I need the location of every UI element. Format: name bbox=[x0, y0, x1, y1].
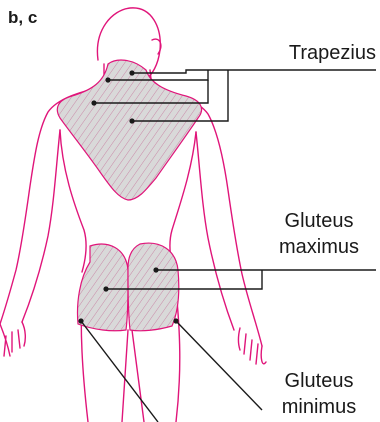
gluteus-maximus-label-line2: maximus bbox=[262, 234, 376, 260]
gluteus-min-leader-1 bbox=[81, 321, 158, 422]
gluteus-maximus-label-line1: Gluteus bbox=[262, 208, 376, 234]
trapezius-dot-4 bbox=[129, 118, 134, 123]
trapezius-muscle bbox=[57, 60, 201, 200]
gluteus-maximus-label: Gluteus maximus bbox=[262, 208, 376, 260]
left-hand bbox=[0, 322, 25, 356]
trapezius-dot-1 bbox=[129, 70, 134, 75]
right-arm-inner bbox=[196, 132, 234, 330]
gluteus-min-dot-1 bbox=[78, 318, 83, 323]
gluteus-minimus-label: Gluteus minimus bbox=[262, 368, 376, 420]
gluteus-minimus-label-line2: minimus bbox=[262, 394, 376, 420]
trapezius-label: Trapezius bbox=[262, 40, 376, 66]
left-arm-inner bbox=[22, 130, 60, 322]
torso-left bbox=[60, 130, 86, 272]
trapezius-dot-3 bbox=[91, 100, 96, 105]
trapezius-dot-2 bbox=[105, 77, 110, 82]
right-hand bbox=[239, 328, 267, 364]
gluteus-minimus-label-line1: Gluteus bbox=[262, 368, 376, 394]
trapezius-leader-1 bbox=[132, 70, 376, 73]
panel-label: b, c bbox=[8, 8, 37, 28]
gluteus-min-leader-2 bbox=[176, 321, 262, 410]
gluteus-min-dot-2 bbox=[173, 318, 178, 323]
gluteus-max-dot-2 bbox=[103, 286, 108, 291]
gluteus-max-dot-1 bbox=[153, 267, 158, 272]
gluteus-right-muscle bbox=[128, 243, 179, 331]
